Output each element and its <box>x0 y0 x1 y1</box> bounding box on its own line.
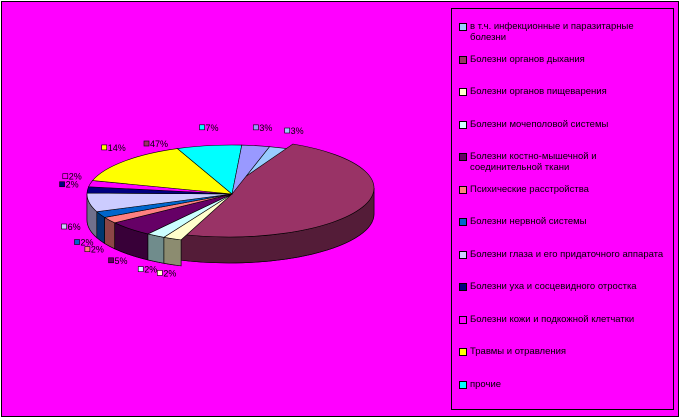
legend-label: Травмы и отравления <box>470 346 567 357</box>
slice-value-label: 2% <box>144 265 157 275</box>
label-swatch <box>74 239 80 245</box>
label-swatch <box>108 257 114 264</box>
pie-slice-side <box>147 233 165 264</box>
legend-swatch <box>459 348 467 356</box>
label-swatch <box>59 181 65 188</box>
legend-label: Болезни органов дыхания <box>470 53 585 65</box>
legend-label: Болезни нервной системы <box>470 216 587 227</box>
legend-label: Болезни уха и сосцевидного отростка <box>470 281 637 292</box>
label-swatch <box>143 140 150 147</box>
label-swatch <box>157 270 163 276</box>
slice-value-label: 5% <box>115 256 128 266</box>
legend-swatch <box>459 250 467 259</box>
slice-value-label: 7% <box>206 123 219 133</box>
slice-data-label: 2% <box>62 172 82 182</box>
legend-item: Психические расстройства <box>459 184 669 195</box>
slice-data-label: 7% <box>199 123 219 133</box>
pie-slice <box>91 148 233 195</box>
legend-swatch <box>459 88 467 96</box>
legend-label: Психические расстройства <box>470 183 589 195</box>
legend-swatch <box>459 380 467 389</box>
legend-item: Болезни органов дыхания <box>459 54 669 65</box>
label-swatch <box>137 266 144 272</box>
legend-item: Болезни уха и сосцевидного отростка <box>459 281 669 292</box>
legend-swatch <box>459 23 467 31</box>
legend-swatch <box>459 120 467 129</box>
slice-data-label: 3% <box>253 123 272 133</box>
slice-value-label: 2% <box>69 172 82 182</box>
label-swatch <box>284 127 290 134</box>
label-swatch <box>61 223 67 230</box>
label-swatch <box>84 246 91 252</box>
slice-data-label: 47% <box>143 139 168 149</box>
legend-swatch <box>459 153 467 161</box>
slice-value-label: 6% <box>68 222 81 232</box>
legend-item: Болезни глаза и его придаточного аппарат… <box>459 249 669 260</box>
legend-label: Болезни глаза и его придаточного аппарат… <box>470 248 664 260</box>
legend-label: Болезни органов пищеварения <box>470 86 607 97</box>
label-swatch <box>199 124 205 131</box>
slice-value-label: 3% <box>291 126 304 136</box>
legend-label: Болезни костно-мышечной и соединительной… <box>470 151 597 173</box>
slice-value-label: 2% <box>66 180 79 190</box>
pie-slice <box>177 143 375 238</box>
legend-swatch <box>459 218 467 226</box>
slice-data-label: 3% <box>284 126 304 136</box>
pie-slice-side <box>163 236 182 267</box>
slice-value-label: 14% <box>108 143 126 153</box>
slice-data-label: 14% <box>101 143 126 153</box>
slice-data-label: 2% <box>74 238 94 248</box>
legend-item: Болезни нервной системы <box>459 216 669 227</box>
slice-value-label: 2% <box>81 238 94 248</box>
slice-data-label: 2% <box>84 245 104 255</box>
legend-swatch <box>459 55 467 64</box>
slice-value-label: 2% <box>91 245 104 255</box>
legend-item: Болезни мочеполовой системы <box>459 119 669 130</box>
slice-value-label: 47% <box>150 139 168 149</box>
legend-item: в т.ч. инфекционные и паразитарные болез… <box>459 21 669 43</box>
slice-data-label: 2% <box>157 268 176 278</box>
legend-label: Болезни мочеполовой системы <box>470 118 609 130</box>
label-swatch <box>62 173 69 179</box>
legend-swatch <box>459 315 467 324</box>
slice-data-label: 5% <box>108 256 128 266</box>
chart-legend: в т.ч. инфекционные и паразитарные болез… <box>451 8 674 410</box>
legend-item: прочие <box>459 379 669 390</box>
legend-label: Болезни кожи и подкожной клетчатки <box>470 313 635 325</box>
slice-data-label: 2% <box>59 180 79 190</box>
slice-value-label: 2% <box>163 268 176 278</box>
legend-label: прочие <box>470 378 502 390</box>
label-swatch <box>101 144 108 151</box>
legend-item: Болезни органов пищеварения <box>459 86 669 97</box>
slice-value-label: 3% <box>259 123 272 133</box>
label-swatch <box>253 124 259 131</box>
legend-item: Болезни костно-мышечной и соединительной… <box>459 151 669 173</box>
legend-label: в т.ч. инфекционные и паразитарные болез… <box>470 21 634 43</box>
legend-item: Травмы и отравления <box>459 346 669 357</box>
pie-slice <box>231 144 271 195</box>
legend-swatch <box>459 185 467 194</box>
legend-swatch <box>459 283 467 291</box>
slice-data-label: 2% <box>137 265 157 275</box>
legend-item: Болезни кожи и подкожной клетчатки <box>459 314 669 325</box>
slice-data-label: 6% <box>61 222 81 232</box>
